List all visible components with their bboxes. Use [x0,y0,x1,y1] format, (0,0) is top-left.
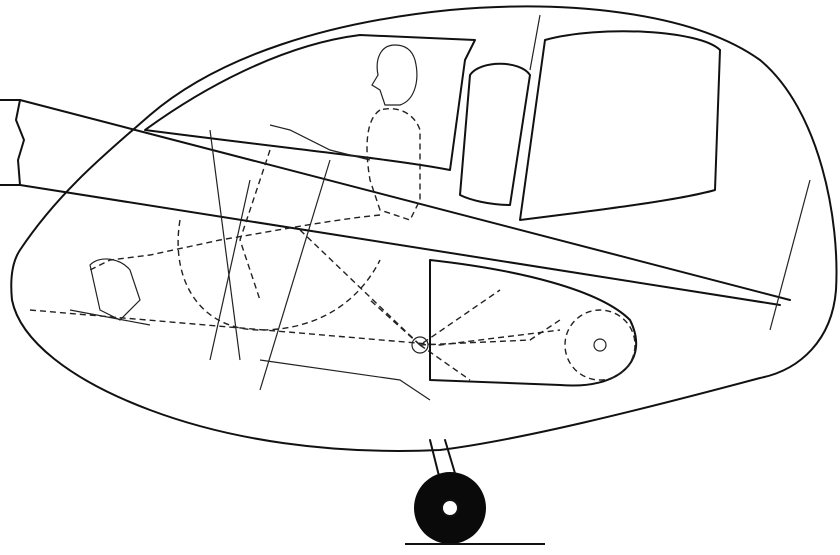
control-linkages [29,129,561,401]
pilot-figure [89,44,421,301]
canopy-windows [144,14,811,331]
landing-gear [405,439,545,545]
wing-spar-band [0,99,791,306]
fuselage-outline [10,5,838,452]
rudder-pedals [69,258,151,326]
rear-skid-fairing [429,259,638,387]
